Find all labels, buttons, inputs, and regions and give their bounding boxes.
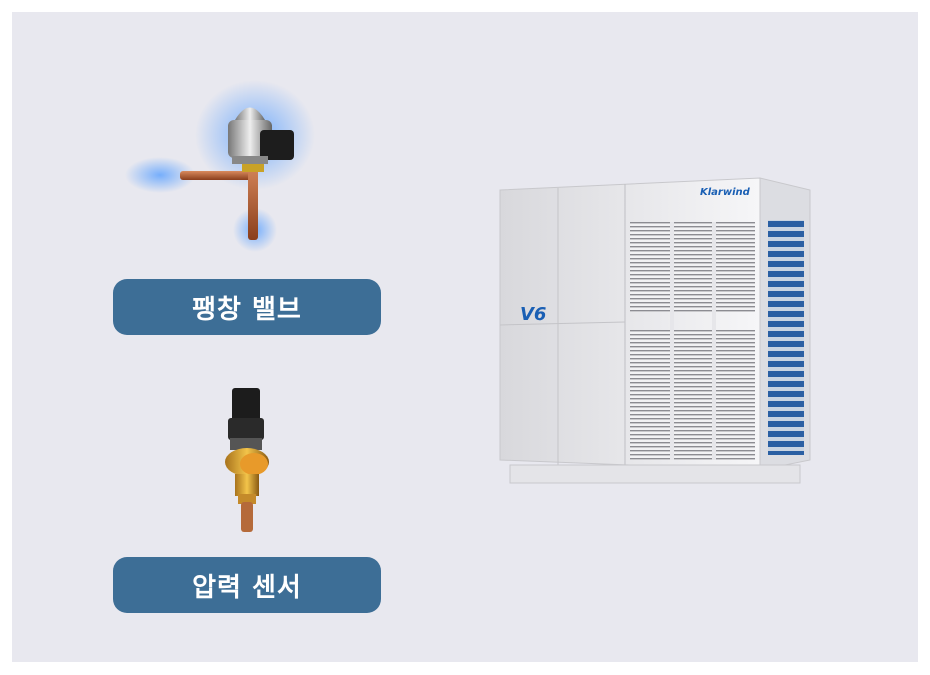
- outdoor-hvac-unit-image: Klarwind V6: [499, 177, 811, 484]
- pressure-sensor-image: [225, 388, 269, 532]
- brand-logo: Klarwind: [700, 187, 751, 198]
- model-badge: V6: [520, 304, 546, 325]
- expansion-valve-label: 팽창 밸브: [113, 279, 381, 335]
- expansion-valve-image: [125, 80, 315, 252]
- pressure-sensor-label: 압력 센서: [113, 557, 381, 613]
